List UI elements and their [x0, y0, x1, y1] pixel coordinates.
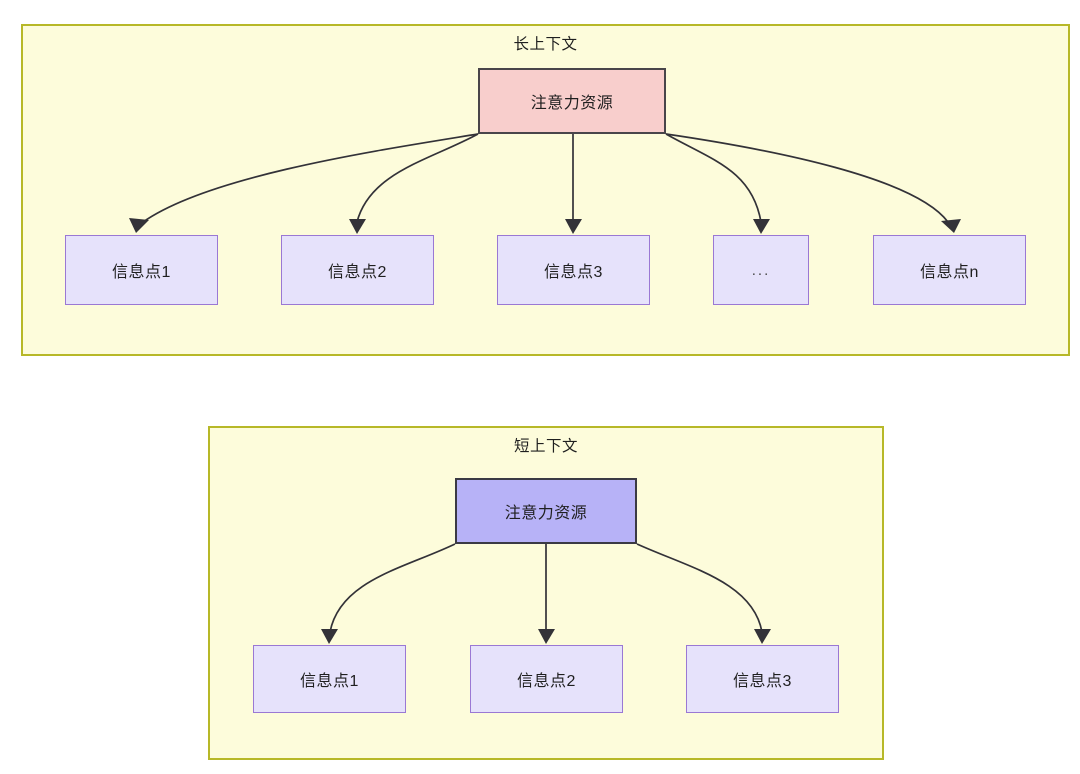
short-context-attention-node[interactable]: 注意力资源 [455, 478, 637, 544]
long-context-info-node-2[interactable]: 信息点2 [281, 235, 434, 305]
long-context-info-node-n[interactable]: 信息点n [873, 235, 1026, 305]
short-context-info-node-1[interactable]: 信息点1 [253, 645, 406, 713]
long-context-info-node-3[interactable]: 信息点3 [497, 235, 650, 305]
short-context-info-node-3[interactable]: 信息点3 [686, 645, 839, 713]
long-context-info-node-1[interactable]: 信息点1 [65, 235, 218, 305]
long-context-info-node-ellipsis[interactable]: ... [713, 235, 809, 305]
short-context-info-node-2[interactable]: 信息点2 [470, 645, 623, 713]
long-context-title: 长上下文 [513, 36, 578, 53]
long-context-attention-node[interactable]: 注意力资源 [478, 68, 666, 134]
short-context-title: 短上下文 [513, 438, 578, 455]
